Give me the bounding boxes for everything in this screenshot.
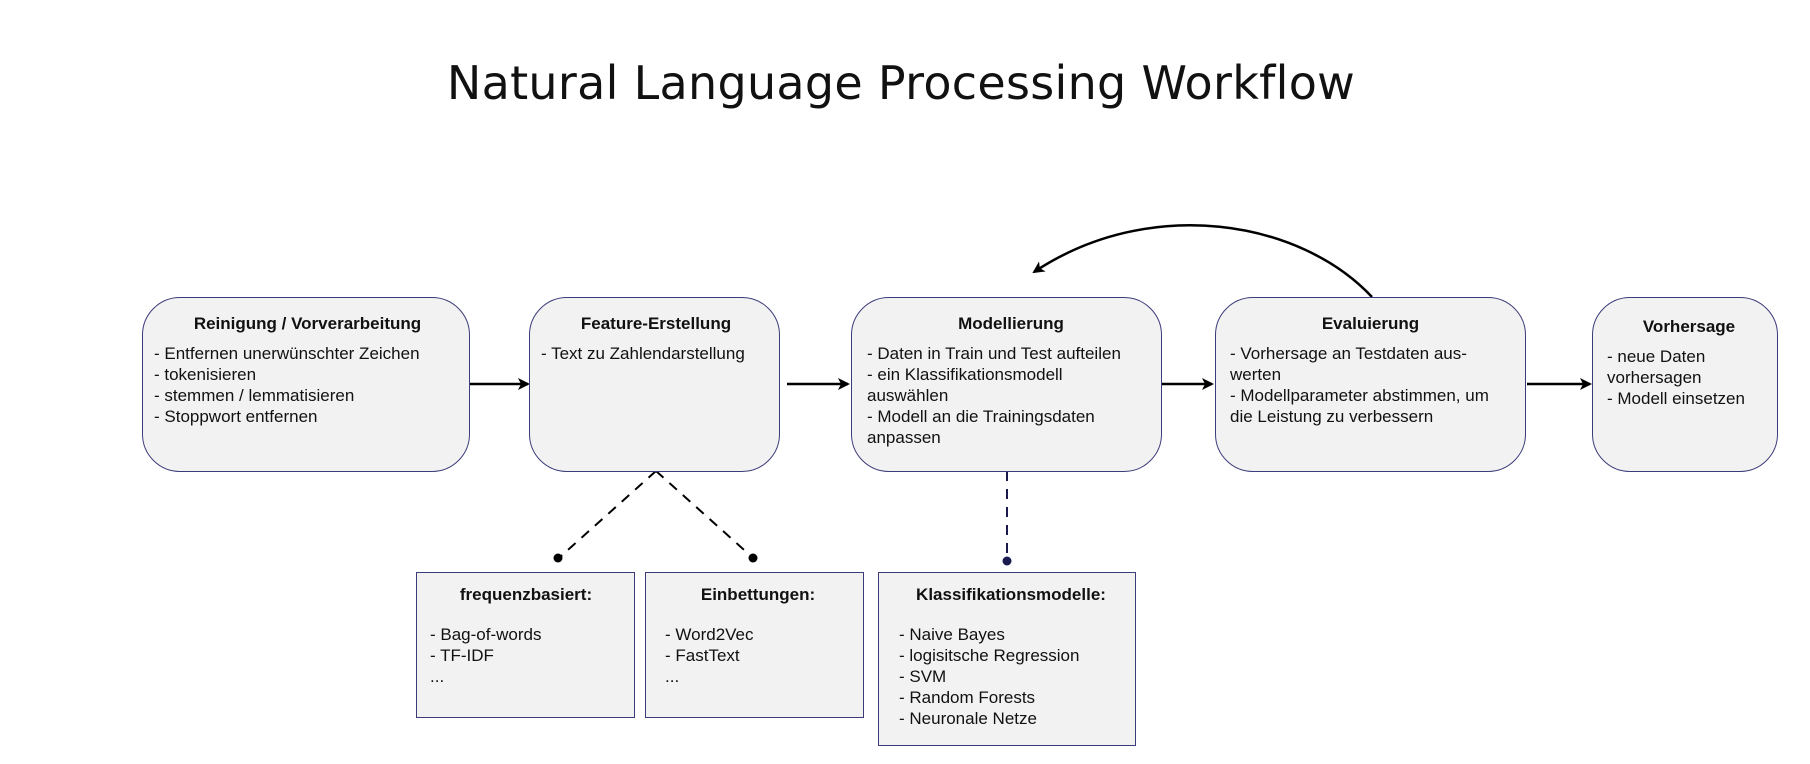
step-modeling: Modellierung - Daten in Train und Test a…	[851, 297, 1162, 472]
step-item: - Vorhersage an Testdaten aus-werten	[1230, 344, 1467, 384]
step-prediction: Vorhersage - neue Daten vorhersagen - Mo…	[1592, 297, 1778, 472]
detail-title: Klassifikationsmodelle:	[916, 585, 1106, 604]
detail-item: - FastText	[665, 646, 740, 665]
step-item: - Modell einsetzen	[1607, 389, 1745, 408]
step-item: - ein Klassifikationsmodell auswählen	[867, 365, 1063, 405]
step-title: Feature-Erstellung	[580, 314, 732, 333]
detail-classification-models: Klassifikationsmodelle: - Naive Bayes - …	[878, 572, 1136, 746]
step-title: Reinigung / Vorverarbeitung	[193, 314, 422, 333]
diagram-title: Natural Language Processing Workflow	[446, 56, 1356, 110]
step-item: - Modell an die Trainingsdaten anpassen	[867, 407, 1095, 447]
step-item: - Entfernen unerwünschter Zeichen	[154, 344, 420, 363]
step-item: - Text zu Zahlendarstellung	[541, 344, 745, 363]
step-cleaning: Reinigung / Vorverarbeitung - Entfernen …	[142, 297, 470, 472]
detail-title: frequenzbasiert:	[459, 585, 593, 604]
step-item: - Modellparameter abstimmen, um die Leis…	[1230, 386, 1489, 426]
step-evaluation: Evaluierung - Vorhersage an Testdaten au…	[1215, 297, 1526, 472]
link-dot-classifiers	[1002, 556, 1012, 566]
detail-item: - Bag-of-words	[430, 625, 542, 644]
link-dot-embeddings	[748, 553, 758, 563]
step-feature-creation: Feature-Erstellung - Text zu Zahlendarst…	[529, 297, 780, 472]
dashed-link-embeddings	[655, 470, 753, 558]
step-item: - Daten in Train und Test aufteilen	[867, 344, 1121, 363]
dashed-link-frequency	[559, 470, 657, 558]
detail-item: - Neuronale Netze	[899, 709, 1037, 728]
detail-embeddings: Einbettungen: - Word2Vec - FastText ...	[645, 572, 864, 718]
detail-item: - SVM	[899, 667, 947, 686]
detail-item: - Word2Vec	[665, 625, 754, 644]
detail-item: - logisitsche Regression	[899, 646, 1080, 665]
detail-item: - Random Forests	[899, 688, 1036, 707]
link-dot-frequency	[553, 553, 563, 563]
detail-title: Einbettungen:	[700, 585, 816, 604]
step-item: - tokenisieren	[154, 365, 257, 384]
feedback-arrow-evaluation-to-modeling	[1032, 224, 1373, 298]
step-item: - Stoppwort entfernen	[154, 407, 318, 426]
detail-item: ...	[430, 667, 445, 686]
detail-frequency-based: frequenzbasiert: - Bag-of-words - TF-IDF…	[416, 572, 635, 718]
step-title: Modellierung	[958, 314, 1064, 333]
step-item: - stemmen / lemmatisieren	[154, 386, 355, 405]
detail-item: ...	[665, 667, 680, 686]
step-item: - neue Daten vorhersagen	[1607, 347, 1706, 387]
detail-item: - Naive Bayes	[899, 625, 1005, 644]
step-title: Evaluierung	[1321, 314, 1420, 333]
detail-item: - TF-IDF	[430, 646, 494, 665]
step-title: Vorhersage	[1642, 317, 1736, 336]
